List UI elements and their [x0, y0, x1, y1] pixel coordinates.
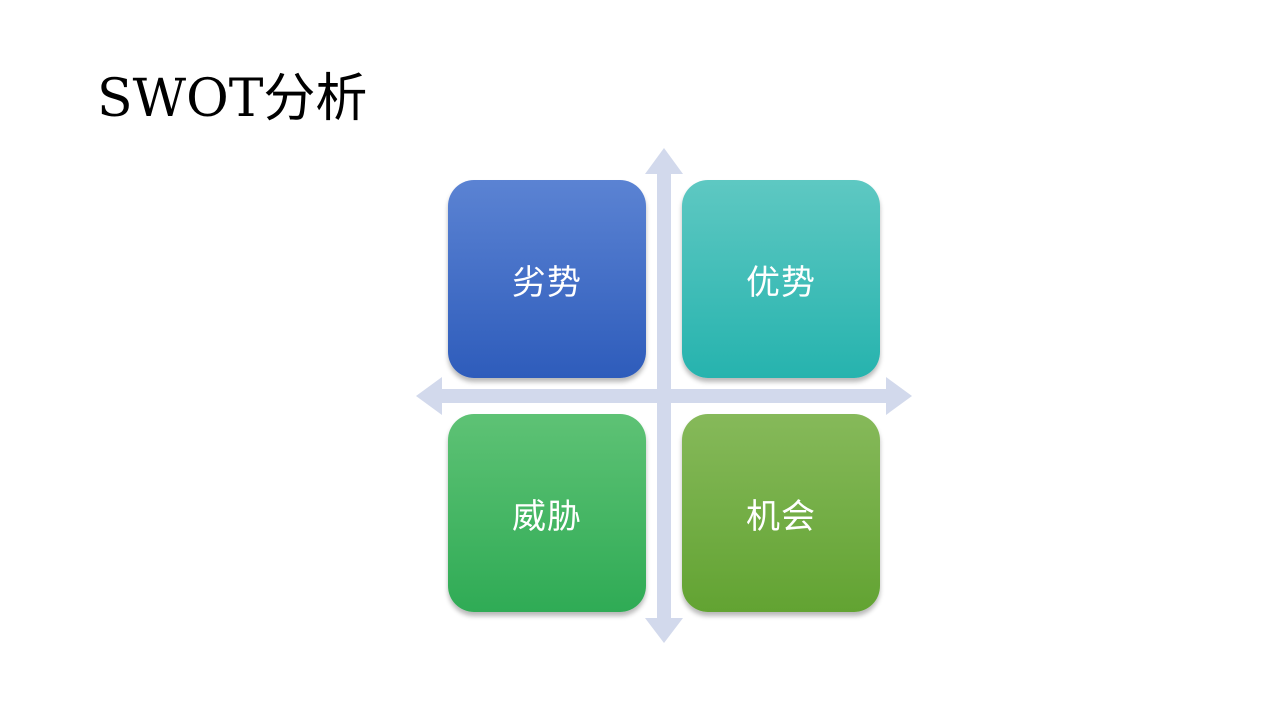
- vertical-double-arrow: [645, 148, 683, 643]
- quadrant-threats-label: 威胁: [512, 496, 582, 537]
- quadrant-weaknesses-label: 劣势: [512, 262, 582, 303]
- quadrant-weaknesses: 劣势: [448, 180, 646, 378]
- quadrant-opportunities-label: 机会: [746, 496, 816, 537]
- quadrant-strengths: 优势: [682, 180, 880, 378]
- quadrant-opportunities: 机会: [682, 414, 880, 612]
- quadrant-threats: 威胁: [448, 414, 646, 612]
- slide-title: SWOT分析: [97, 69, 368, 129]
- quadrant-strengths-label: 优势: [746, 262, 816, 303]
